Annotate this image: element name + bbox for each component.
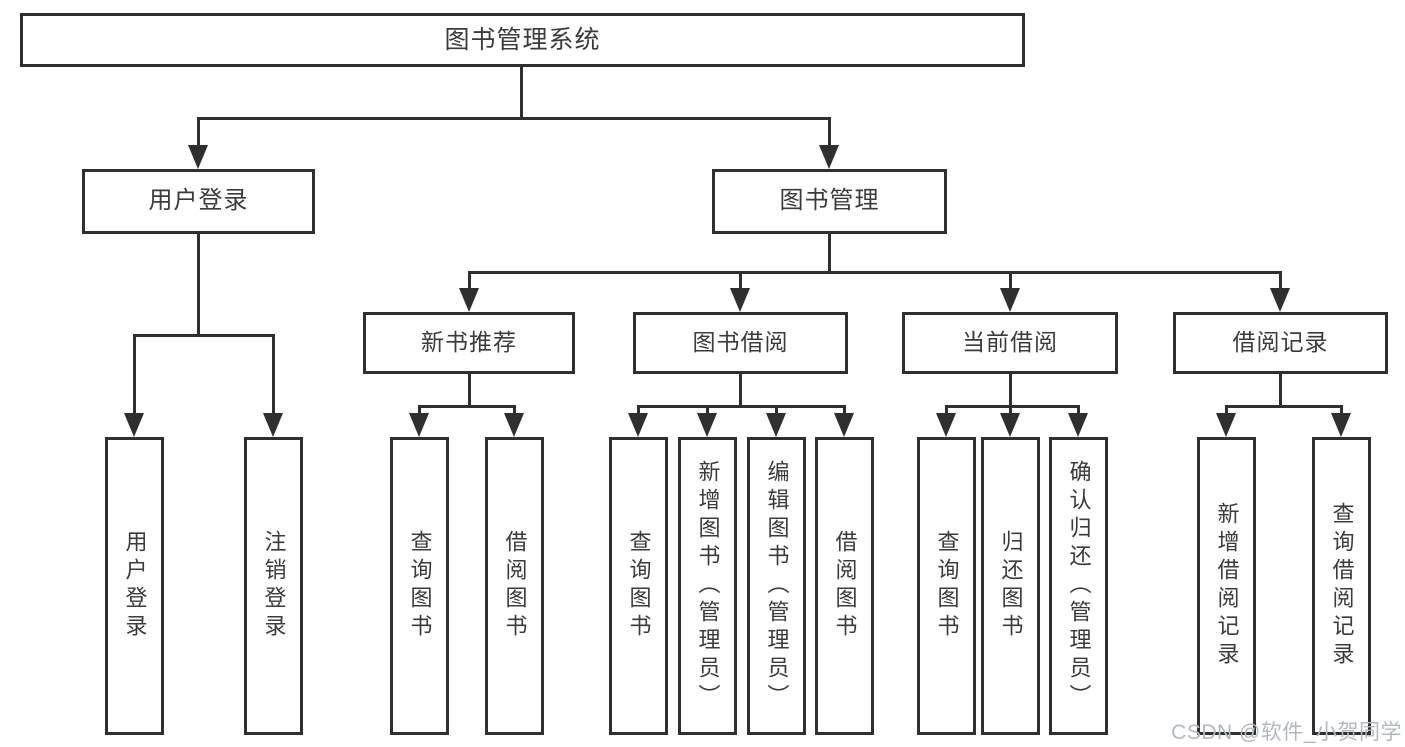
arrow-down-icon <box>188 145 208 169</box>
connector-line <box>467 374 471 408</box>
connector-line <box>1339 406 1343 417</box>
node-label: 借阅图书 <box>502 530 528 642</box>
node-label: 借阅图书 <box>832 530 858 642</box>
node-label: 编辑图书（管理员） <box>764 460 790 712</box>
connector-line <box>1008 272 1012 292</box>
node-leaf-borrow-books-b: 借阅图书 <box>815 437 874 735</box>
arrow-down-icon <box>1216 413 1236 437</box>
node-borrowing-records: 借阅记录 <box>1173 312 1388 374</box>
arrow-down-icon <box>1000 288 1020 312</box>
node-leaf-add-books: 新增图书（管理员） <box>678 437 737 735</box>
arrow-down-icon <box>504 413 524 437</box>
connector-line <box>827 118 831 149</box>
connector-line <box>738 272 742 292</box>
node-root: 图书管理系统 <box>20 13 1025 67</box>
connector-line <box>1278 374 1282 408</box>
connector-line <box>467 270 1282 274</box>
connector-line <box>519 67 523 120</box>
arrow-down-icon <box>697 413 717 437</box>
connector-line <box>271 335 275 417</box>
connector-line <box>417 406 421 417</box>
node-leaf-borrow-books-a: 借阅图书 <box>485 437 544 735</box>
node-label: 查询图书 <box>407 530 433 642</box>
arrow-down-icon <box>124 413 144 437</box>
connector-line <box>738 374 742 408</box>
arrow-down-icon <box>1331 413 1351 437</box>
connector-line <box>1008 406 1012 417</box>
node-label: 查询图书 <box>934 530 960 642</box>
connector-line <box>132 335 136 417</box>
arrow-down-icon <box>819 145 839 169</box>
node-leaf-confirm-return: 确认归还（管理员） <box>1049 437 1108 735</box>
connector-line <box>1224 404 1343 408</box>
connector-line <box>132 333 275 337</box>
node-user-login: 用户登录 <box>82 169 315 234</box>
connector-line <box>196 234 200 337</box>
node-label: 图书借阅 <box>692 329 789 356</box>
connector-line <box>467 272 471 292</box>
arrow-down-icon <box>1000 413 1020 437</box>
connector-line <box>636 404 846 408</box>
node-label: 归还图书 <box>998 530 1024 642</box>
arrow-down-icon <box>766 413 786 437</box>
arrow-down-icon <box>459 288 479 312</box>
node-label: 确认归还（管理员） <box>1066 460 1092 712</box>
node-book-borrowing: 图书借阅 <box>633 312 848 374</box>
node-leaf-query-books-b: 查询图书 <box>609 437 668 735</box>
arrow-down-icon <box>1068 413 1088 437</box>
arrow-down-icon <box>834 413 854 437</box>
node-leaf-query-borrow-record: 查询借阅记录 <box>1312 437 1371 735</box>
arrow-down-icon <box>628 413 648 437</box>
node-label: 新增图书（管理员） <box>695 460 721 712</box>
connector-line <box>512 406 516 417</box>
node-label: 图书管理系统 <box>444 26 601 54</box>
arrow-down-icon <box>409 413 429 437</box>
node-leaf-logout: 注销登录 <box>244 437 303 735</box>
node-leaf-return-books: 归还图书 <box>981 437 1040 735</box>
connector-line <box>1224 406 1228 417</box>
connector-line <box>636 406 640 417</box>
node-label: 注销登录 <box>261 530 287 642</box>
node-label: 新书推荐 <box>421 329 517 356</box>
node-label: 查询借阅记录 <box>1329 502 1355 670</box>
node-label: 借阅记录 <box>1232 329 1329 356</box>
node-leaf-query-books-c: 查询图书 <box>917 437 976 735</box>
connector-line <box>827 234 831 274</box>
arrow-down-icon <box>263 413 283 437</box>
node-label: 用户登录 <box>148 187 249 215</box>
node-new-book-recommendation: 新书推荐 <box>363 312 575 374</box>
node-label: 查询图书 <box>626 530 652 642</box>
connector-line <box>196 116 831 120</box>
connector-line <box>417 404 516 408</box>
node-leaf-edit-books: 编辑图书（管理员） <box>747 437 806 735</box>
connector-line <box>842 406 846 417</box>
node-leaf-query-books-a: 查询图书 <box>390 437 449 735</box>
node-leaf-user-login: 用户登录 <box>105 437 164 735</box>
connector-line <box>705 406 709 417</box>
node-label: 用户登录 <box>122 530 148 642</box>
arrow-down-icon <box>1270 288 1290 312</box>
connector-line <box>1278 272 1282 292</box>
connector-line <box>944 404 1080 408</box>
arrow-down-icon <box>730 288 750 312</box>
node-label: 新增借阅记录 <box>1214 502 1240 670</box>
node-current-borrowing: 当前借阅 <box>902 312 1118 374</box>
arrow-down-icon <box>936 413 956 437</box>
node-leaf-add-borrow-record: 新增借阅记录 <box>1197 437 1256 735</box>
node-label: 当前借阅 <box>962 329 1058 356</box>
connector-line <box>774 406 778 417</box>
connector-line <box>1008 374 1012 408</box>
connector-line <box>944 406 948 417</box>
node-label: 图书管理 <box>779 187 880 215</box>
csdn-watermark: CSDN @软件_小贺同学 <box>1171 721 1402 744</box>
node-book-management: 图书管理 <box>712 169 947 234</box>
connector-line <box>196 118 200 149</box>
connector-line <box>1076 406 1080 417</box>
